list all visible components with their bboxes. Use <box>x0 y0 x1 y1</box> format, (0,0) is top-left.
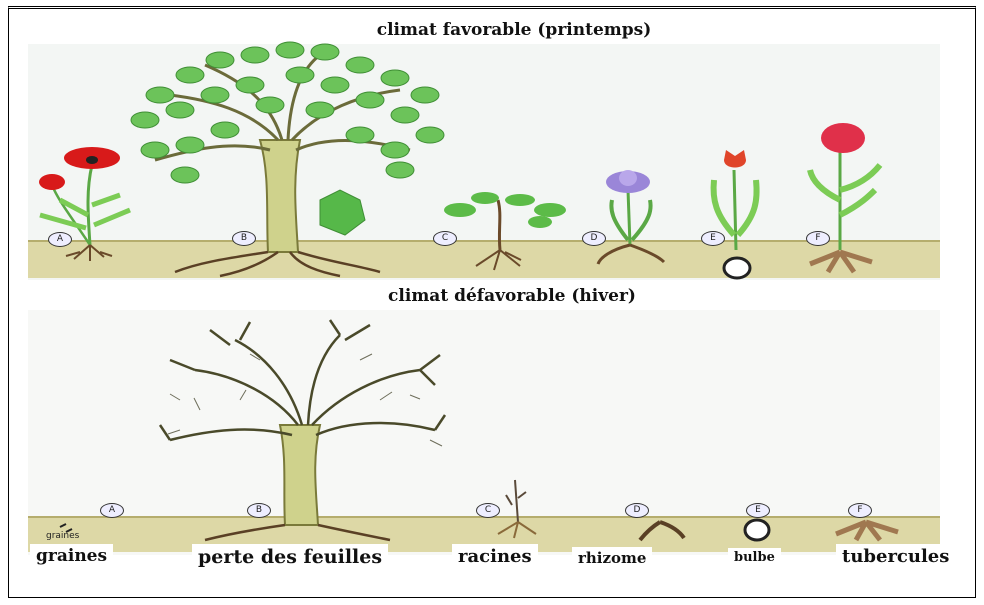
label-racines: racines <box>452 544 538 569</box>
label-perte-feuilles: perte des feuilles <box>192 544 388 570</box>
marker-e-winter: E <box>746 503 770 518</box>
marker-d-spring: D <box>582 231 606 246</box>
marker-a-winter: A <box>100 503 124 518</box>
marker-a-spring: A <box>48 232 72 247</box>
roots-winter <box>498 480 536 538</box>
label-rhizome: rhizome <box>572 547 652 569</box>
marker-c-spring: C <box>433 231 457 246</box>
tree-spring <box>131 42 444 276</box>
seeds-caption: graines <box>46 531 79 541</box>
bulb-winter <box>745 520 769 540</box>
tree-winter <box>160 320 445 540</box>
marker-c-winter: C <box>476 503 500 518</box>
marker-f-winter: F <box>848 503 872 518</box>
iris-plant <box>598 170 664 264</box>
label-tubercules: tubercules <box>836 544 955 569</box>
marker-b-spring: B <box>232 231 256 246</box>
marker-f-spring: F <box>806 231 830 246</box>
label-graines: graines <box>30 544 113 568</box>
tulip-plant <box>714 150 757 278</box>
tubers-winter <box>836 522 898 540</box>
marker-d-winter: D <box>625 503 649 518</box>
shrub-plant <box>444 192 566 270</box>
dahlia-plant <box>810 123 880 272</box>
marker-e-spring: E <box>701 231 725 246</box>
marker-b-winter: B <box>247 503 271 518</box>
rhizome-winter <box>640 522 684 540</box>
label-bulbe: bulbe <box>728 548 781 567</box>
